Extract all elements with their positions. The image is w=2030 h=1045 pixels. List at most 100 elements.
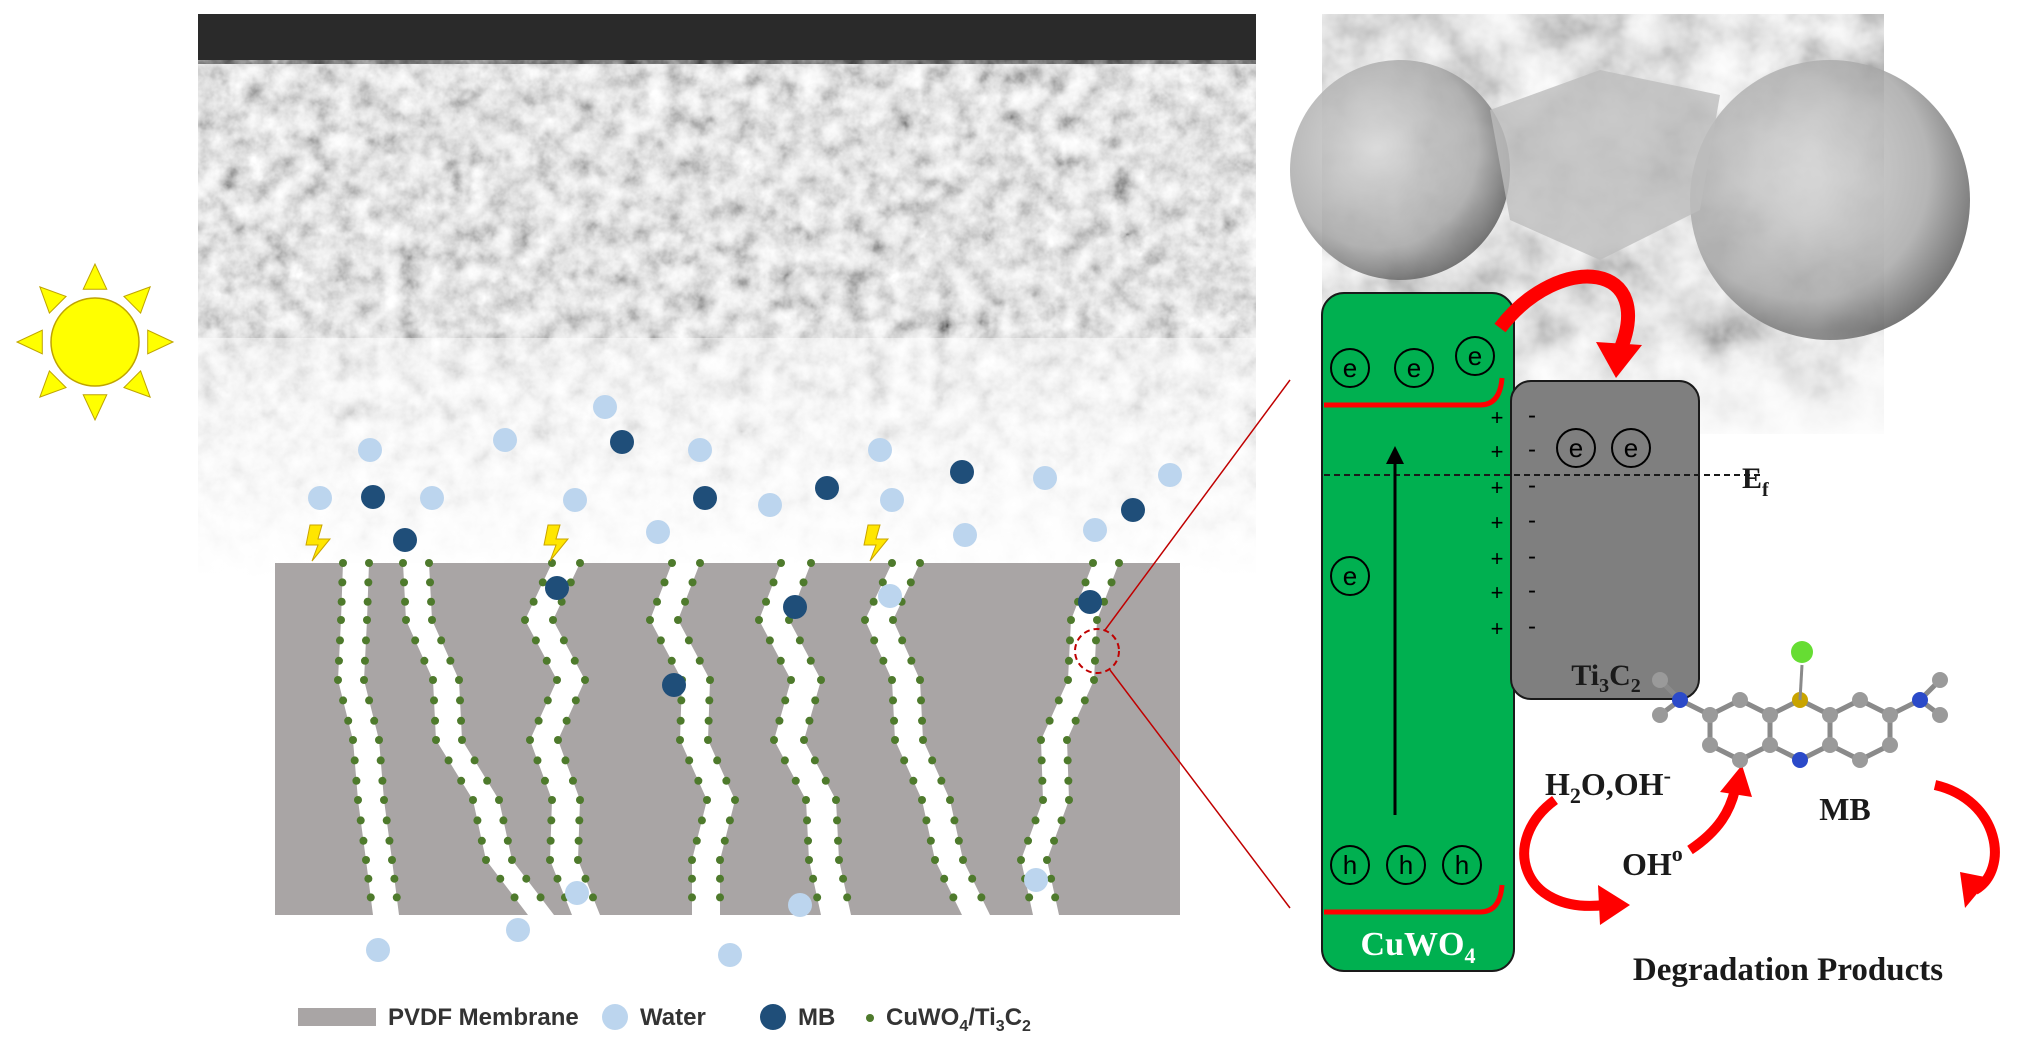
- catalyst-particle: [1047, 874, 1056, 883]
- mb-molecule: [545, 576, 569, 600]
- catalyst-particle: [811, 696, 820, 705]
- catalyst-particle: [470, 756, 479, 765]
- catalyst-particle: [834, 836, 843, 845]
- water-molecule: [880, 488, 904, 512]
- catalyst-particle: [437, 636, 446, 645]
- catalyst-particle: [807, 559, 815, 567]
- catalyst-particle: [869, 597, 878, 606]
- catalyst-particle: [809, 874, 818, 883]
- water-molecule: [565, 881, 589, 905]
- catalyst-particle: [380, 796, 388, 804]
- catalyst-particle: [821, 776, 830, 785]
- oh-main: OH: [1622, 846, 1672, 882]
- water-molecule: [868, 438, 892, 462]
- catalyst-particle: [916, 559, 924, 567]
- catalyst-particle: [906, 578, 915, 587]
- catalyst-particle: [770, 736, 778, 744]
- cuwo4-main: CuWO: [1361, 926, 1465, 963]
- negative-charge: -: [1528, 472, 1536, 499]
- catalyst-particle: [568, 776, 577, 785]
- vb-hole-ring: [1386, 845, 1426, 885]
- catalyst-particle: [1037, 736, 1045, 744]
- water-molecule: [593, 395, 617, 419]
- ti3c2-main-b: C: [1609, 659, 1631, 692]
- catalyst-particle: [835, 856, 843, 864]
- catalyst-particle: [704, 716, 713, 725]
- cb-electron-ring: [1330, 348, 1370, 388]
- mb-atom: [1932, 707, 1948, 723]
- ti3c2-electron-label: e: [1569, 433, 1583, 463]
- catalyst-particle: [765, 636, 774, 645]
- ti3c2-electron-label: e: [1624, 433, 1638, 463]
- mb-atom: [1762, 737, 1778, 753]
- cat-c: C: [1005, 1004, 1022, 1031]
- membrane-sem-image: [198, 14, 1256, 578]
- catalyst-particle: [496, 874, 505, 883]
- catalyst-particle: [350, 756, 359, 765]
- positive-charge: +: [1491, 616, 1504, 641]
- catalyst-particle: [1100, 597, 1109, 606]
- catalyst-particle: [536, 893, 545, 902]
- fermi-main: E: [1742, 462, 1762, 495]
- negative-charge: -: [1528, 543, 1536, 570]
- catalyst-particle: [1031, 816, 1040, 825]
- catalyst-particle: [1039, 796, 1047, 804]
- positive-charge: +: [1491, 475, 1504, 500]
- catalyst-particle: [696, 559, 704, 567]
- positive-charge: +: [1491, 405, 1504, 430]
- water-molecule: [646, 520, 670, 544]
- catalyst-particle: [352, 776, 361, 785]
- h2o-b: O,OH: [1581, 766, 1664, 802]
- catalyst-particle: [731, 796, 739, 804]
- catalyst-particle: [561, 756, 570, 765]
- catalyst-particle: [360, 656, 369, 665]
- oh-sup: o: [1672, 841, 1683, 866]
- catalyst-particle: [776, 656, 785, 665]
- mb-atom: [1852, 692, 1868, 708]
- catalyst-particle: [646, 616, 654, 624]
- water-molecule: [878, 584, 902, 608]
- catalyst-particle: [1090, 656, 1099, 665]
- catalyst-particle: [400, 578, 409, 587]
- negative-charge: -: [1528, 613, 1536, 640]
- catalyst-particle: [722, 776, 731, 785]
- catalyst-particle: [909, 776, 918, 785]
- cat-b: /Ti: [968, 1004, 996, 1031]
- water-molecule: [953, 523, 977, 547]
- catalyst-particle: [705, 696, 714, 705]
- mb-molecule-label: MB: [1819, 791, 1871, 827]
- catalyst-particle: [388, 856, 396, 864]
- positive-charge: +: [1491, 546, 1504, 571]
- catalyst-particle: [364, 578, 373, 587]
- mb-molecule-model: [1652, 641, 1948, 768]
- catalyst-particle: [688, 578, 697, 587]
- mb-atom: [1702, 737, 1718, 753]
- catalyst-particle: [570, 656, 579, 665]
- catalyst-particle: [697, 816, 706, 825]
- vb-hole-label: h: [1455, 850, 1469, 880]
- catalyst-particle: [444, 756, 453, 765]
- cb-electron-label: e: [1343, 353, 1357, 383]
- catalyst-particle: [725, 816, 734, 825]
- catalyst-particle: [457, 716, 466, 725]
- mb-molecule: [950, 460, 974, 484]
- negative-charge: -: [1528, 577, 1536, 604]
- catalyst-particle: [1017, 856, 1025, 864]
- water-molecule: [308, 486, 332, 510]
- catalyst-particle: [559, 636, 568, 645]
- catalyst-particle: [916, 676, 924, 684]
- catalyst-particle: [363, 616, 371, 624]
- catalyst-particle: [954, 836, 963, 845]
- catalyst-particle: [1080, 696, 1089, 705]
- catalyst-particle: [795, 636, 804, 645]
- catalyst-particle: [411, 636, 420, 645]
- h2o-a: H: [1545, 766, 1570, 802]
- catalyst-particle: [429, 676, 437, 684]
- ti3c2-flake: [1490, 70, 1720, 260]
- cb-electron-ring: [1455, 336, 1495, 376]
- catalyst-particle: [891, 736, 899, 744]
- ti3c2-label: Ti3C2: [1571, 659, 1640, 697]
- legend-mb-swatch: [760, 1004, 786, 1030]
- catalyst-particle: [791, 776, 800, 785]
